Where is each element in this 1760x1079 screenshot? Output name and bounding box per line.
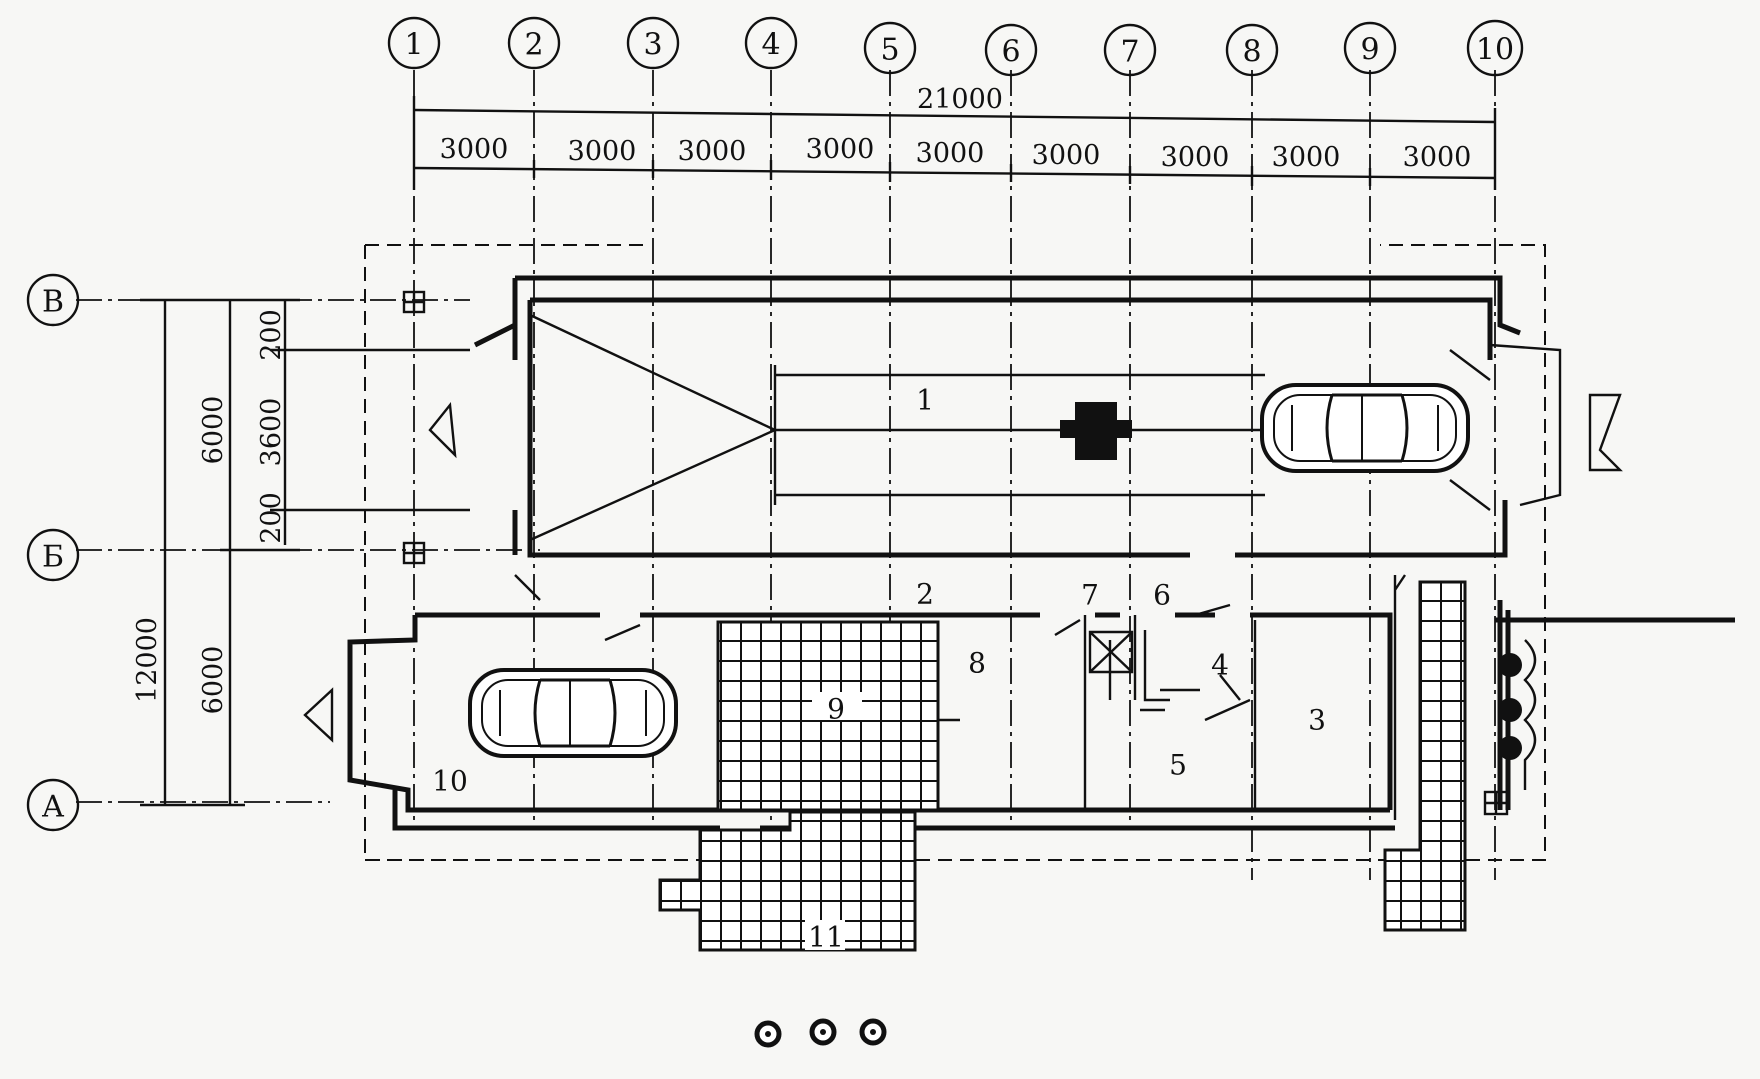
tiled-areas bbox=[658, 580, 1511, 952]
wash-hall bbox=[473, 275, 1623, 558]
axis-b-label: Б bbox=[42, 540, 64, 575]
entrance-arrow-upper-icon bbox=[428, 401, 457, 459]
axis-10-label: 10 bbox=[1476, 33, 1514, 68]
axis-7-label: 7 bbox=[1120, 35, 1139, 70]
dim-left-3600: 3600 bbox=[256, 398, 287, 467]
shrubs bbox=[754, 617, 1735, 1048]
dim-left-200-bottom: 200 bbox=[256, 492, 287, 544]
room-5-label: 5 bbox=[1169, 749, 1187, 782]
axis-4-label: 4 bbox=[761, 28, 780, 63]
dim-bay-7: 3000 bbox=[1161, 142, 1230, 173]
entrance-arrow-lower-icon bbox=[303, 687, 334, 743]
room-1-label: 1 bbox=[916, 384, 934, 417]
axis-3-label: 3 bbox=[643, 28, 662, 63]
axis-5-label: 5 bbox=[880, 33, 899, 68]
axis-9-label: 9 bbox=[1360, 33, 1379, 68]
car-icon-upper bbox=[1260, 383, 1470, 473]
room-3-label: 3 bbox=[1308, 704, 1326, 737]
dim-bay-5: 3000 bbox=[916, 138, 985, 169]
left-dimensions: 200 3600 200 6000 6000 12000 bbox=[132, 298, 470, 807]
dim-bay-6: 3000 bbox=[1032, 140, 1101, 171]
dim-left-overall: 12000 bbox=[132, 617, 163, 703]
dim-left-200-top: 200 bbox=[256, 309, 287, 361]
dim-overall-top: 21000 bbox=[917, 84, 1003, 115]
dim-bay-9: 3000 bbox=[1403, 142, 1472, 173]
room-11-label: 11 bbox=[808, 921, 844, 954]
axis-2-label: 2 bbox=[524, 28, 543, 63]
room-10-label: 10 bbox=[432, 765, 468, 798]
canopy-outline bbox=[364, 244, 1546, 861]
room-9-label: 9 bbox=[827, 693, 845, 726]
dim-bay-3: 3000 bbox=[678, 136, 747, 167]
left-axis-markers: В Б А bbox=[26, 273, 80, 832]
dim-bay-1: 3000 bbox=[440, 134, 509, 165]
room-labels: 1 2 3 4 5 6 7 8 9 10 11 bbox=[432, 384, 1326, 954]
dim-left-6000-top: 6000 bbox=[198, 396, 229, 465]
dim-bay-8: 3000 bbox=[1272, 142, 1341, 173]
axis-1-label: 1 bbox=[404, 28, 423, 63]
axis-8-label: 8 bbox=[1242, 35, 1261, 70]
room-4-label: 4 bbox=[1211, 649, 1229, 682]
axis-v-label: В bbox=[42, 285, 64, 320]
car-icon-lower bbox=[468, 668, 678, 758]
top-dimensions: 21000 3000 3000 3000 3000 3000 3000 3000… bbox=[412, 84, 1497, 190]
dim-bay-4: 3000 bbox=[806, 134, 875, 165]
room-7-label: 7 bbox=[1081, 579, 1099, 612]
room-2-label: 2 bbox=[916, 578, 934, 611]
room-8-label: 8 bbox=[968, 647, 986, 680]
dim-bay-2: 3000 bbox=[568, 136, 637, 167]
axis-6-label: 6 bbox=[1001, 35, 1020, 70]
top-axis-markers: 1 2 3 4 5 6 7 8 9 10 bbox=[387, 16, 1524, 77]
dim-left-6000-bottom: 6000 bbox=[198, 646, 229, 715]
room-6-label: 6 bbox=[1153, 579, 1171, 612]
axis-a-label: А bbox=[42, 790, 65, 825]
service-block bbox=[347, 574, 1406, 831]
